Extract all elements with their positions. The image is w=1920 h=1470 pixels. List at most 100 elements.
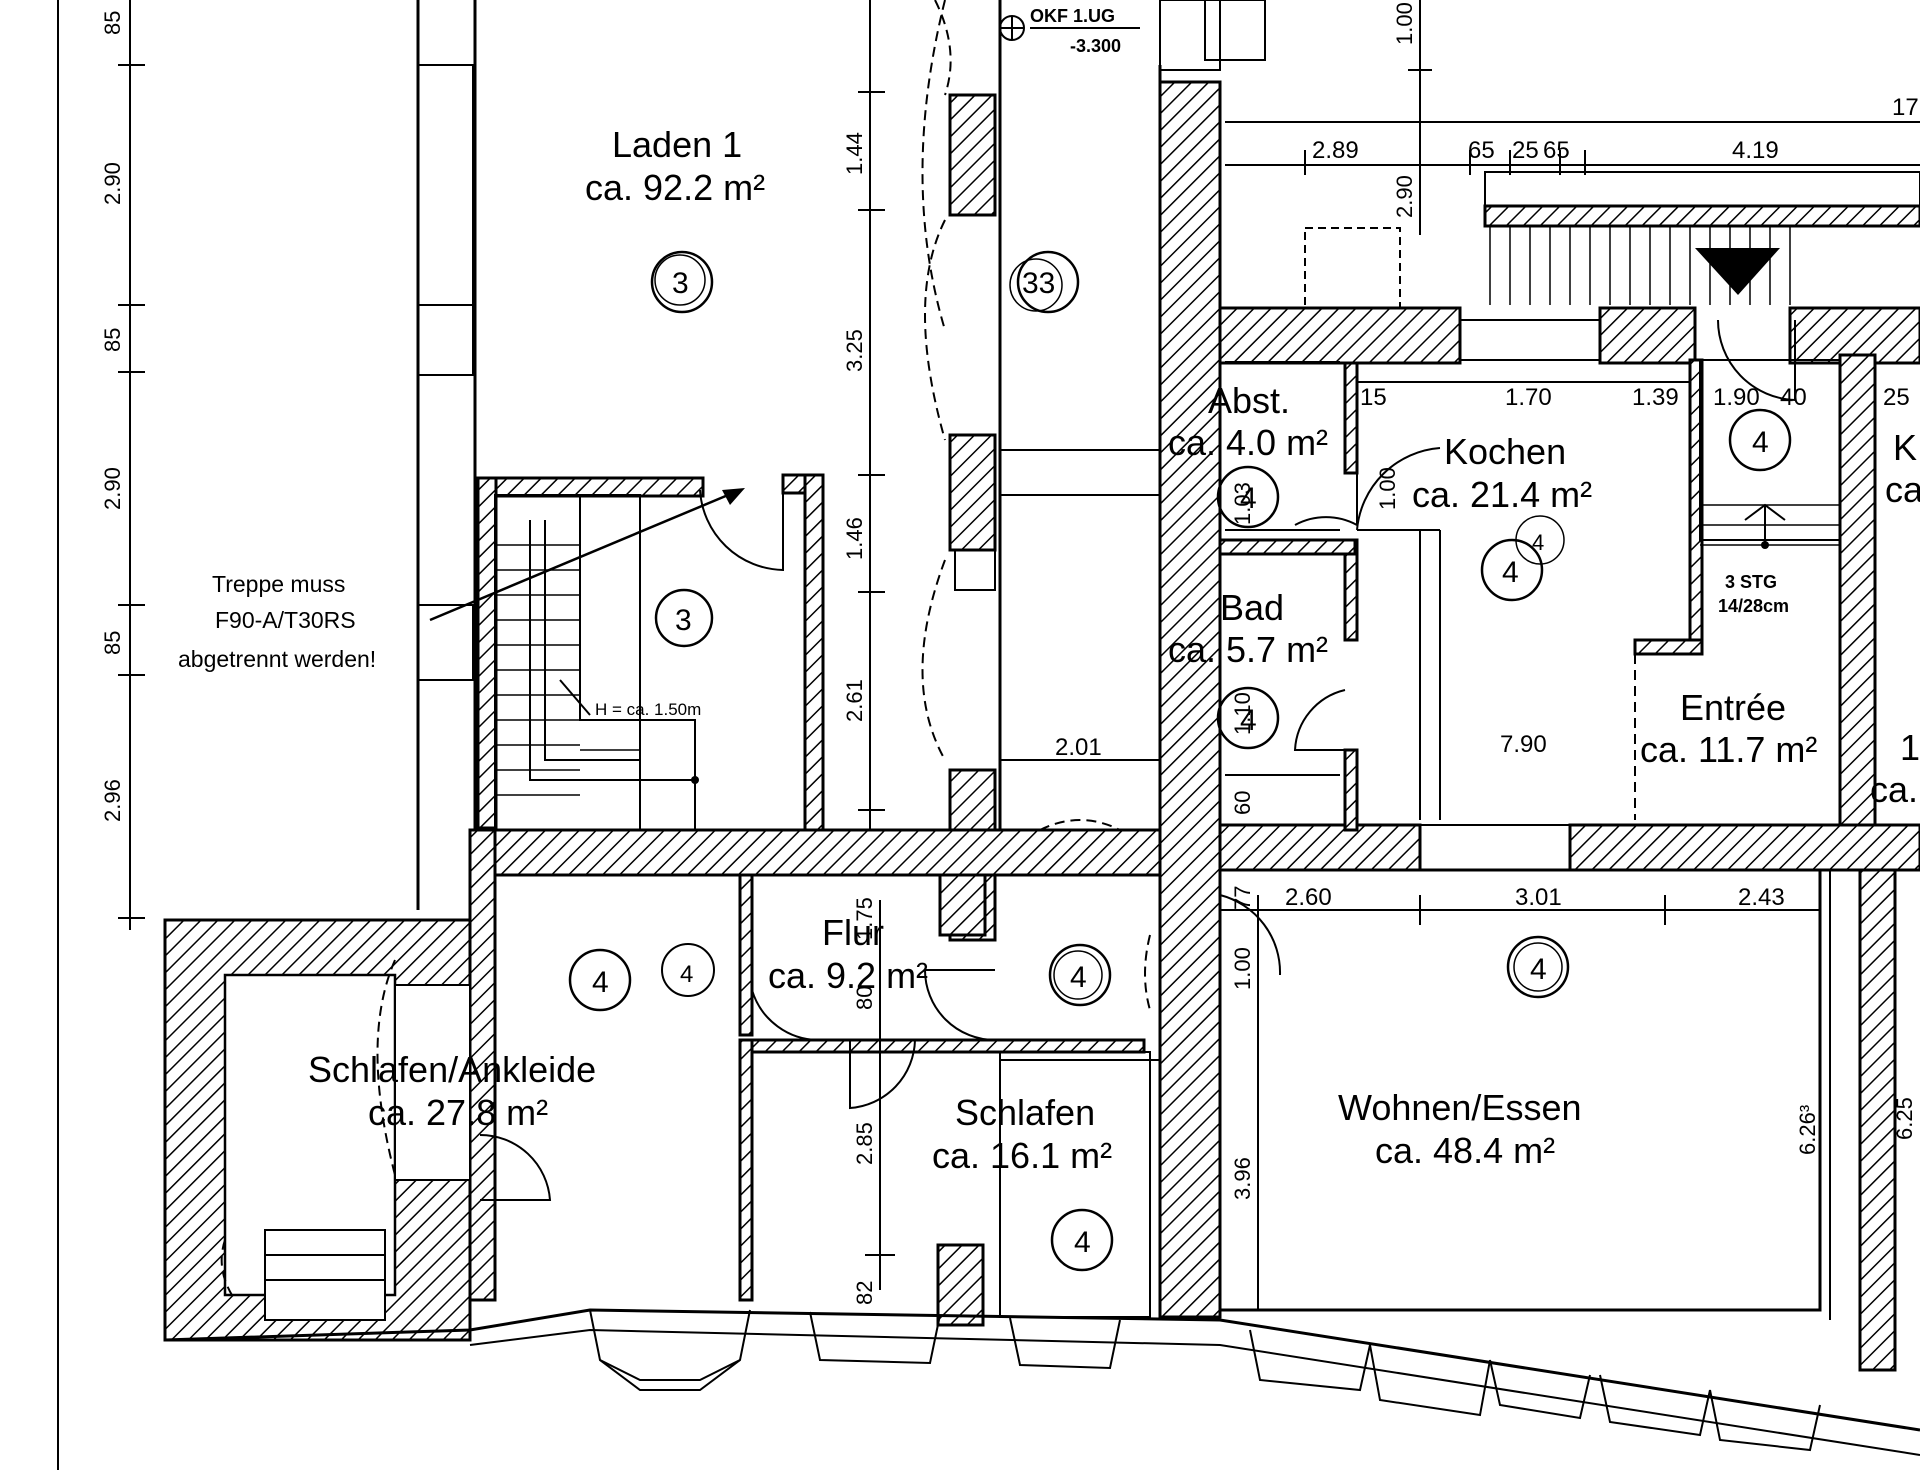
svg-text:25: 25 (1883, 384, 1910, 411)
room-name-schlafen-ankleide: Schlafen/Ankleide (308, 1049, 596, 1090)
stair-note-line3: abgetrennt werden! (178, 646, 376, 672)
svg-text:4: 4 (1240, 704, 1257, 737)
dim-left-3: 85 (100, 328, 125, 352)
main-vertical-wall (1158, 80, 1222, 1319)
room-area-bad: ca. 5.7 m² (1168, 629, 1328, 670)
svg-text:3: 3 (672, 267, 689, 300)
apt-top-wall-2 (1598, 306, 1697, 365)
dim-left-6: 2.96 (100, 779, 125, 822)
svg-text:1.75: 1.75 (852, 897, 877, 940)
svg-text:3.01: 3.01 (1515, 884, 1562, 911)
dim-top-6: 17. (1892, 94, 1920, 121)
dim-top-right-v1: 1.00 (1392, 2, 1417, 45)
aux-room: 2.01 (998, 0, 1162, 831)
circle-marker-stair: 3 (654, 588, 714, 648)
room-name-wohnen: Wohnen/Essen (1338, 1087, 1582, 1128)
central-wall (468, 828, 1162, 877)
svg-text:4: 4 (1532, 530, 1544, 555)
circle-marker-abst: 4 (1216, 465, 1280, 529)
wohnen-block: 77 2.60 3.01 2.43 1.00 3.96 6.26³ 6.25 (1144, 868, 1917, 1372)
svg-text:60: 60 (1230, 791, 1255, 815)
room-name-partial: K (1893, 427, 1917, 468)
svg-text:40: 40 (1780, 384, 1807, 411)
dim-left-2: 2.90 (100, 162, 125, 205)
dim-top-1: 2.89 (1312, 137, 1359, 164)
wall-flur-left (738, 873, 754, 1037)
room-name-entree: Entrée (1680, 687, 1786, 728)
svg-text:3: 3 (675, 604, 692, 637)
dim-laden-bottom: 2.01 (1055, 734, 1102, 761)
stg-line2: 14/28cm (1718, 596, 1789, 616)
dim-top-4: 65 (1543, 137, 1570, 164)
circle-marker-flur-right: 4 (1048, 943, 1112, 1007)
svg-text:4: 4 (1752, 426, 1769, 459)
svg-text:1.39: 1.39 (1632, 384, 1679, 411)
svg-text:2.43: 2.43 (1738, 884, 1785, 911)
room-area-partial: ca (1885, 469, 1920, 510)
svg-text:1.10: 1.10 (1230, 692, 1255, 735)
svg-text:1.03: 1.03 (1230, 482, 1255, 525)
room-name-kochen: Kochen (1444, 431, 1566, 472)
circle-marker-aux: 33 (1009, 250, 1080, 314)
dim-mid-1: 1.44 (842, 132, 867, 175)
room-area-laden1: ca. 92.2 m² (585, 167, 765, 208)
pier-wall-2 (948, 433, 997, 552)
room-name-laden1: Laden 1 (612, 124, 742, 165)
stg-line1: 3 STG (1725, 572, 1777, 592)
circle-marker-flur-small: 4 (661, 943, 715, 997)
svg-text:1.00: 1.00 (1230, 947, 1255, 990)
abst-bad-partitions: 1.03 1.10 60 (1218, 361, 1359, 832)
circle-marker-schlafen-ankleide: 4 (568, 948, 632, 1012)
okf-value: -3.300 (1070, 36, 1121, 56)
circle-marker-wohnen: 4 (1506, 935, 1570, 999)
schlafen-ankleide-block (163, 918, 552, 1342)
okf-label: OKF 1.UG (1030, 6, 1115, 26)
dim-top-3: 25 (1512, 137, 1539, 164)
room-area-kochen: ca. 21.4 m² (1412, 474, 1592, 515)
circle-marker-kochen: 4 4 (1480, 515, 1565, 602)
svg-text:1.90: 1.90 (1713, 384, 1760, 411)
stair-note-line1: Treppe muss (212, 571, 345, 597)
dim-left-4: 2.90 (100, 467, 125, 510)
dim-left-1: 85 (100, 11, 125, 35)
apt-top-wall-1 (1218, 306, 1462, 365)
svg-text:6.26³: 6.26³ (1795, 1105, 1820, 1155)
apt-right-wall (1838, 353, 1877, 827)
laden-facade (416, 0, 477, 910)
room-area-entree: ca. 11.7 m² (1640, 729, 1817, 770)
dim-mid-4: 2.61 (842, 679, 867, 722)
room-area-schlafen: ca. 16.1 m² (932, 1135, 1112, 1176)
svg-text:80: 80 (852, 986, 877, 1010)
room-area-abst: ca. 4.0 m² (1168, 422, 1328, 463)
circle-marker-schlafen: 4 (1050, 1208, 1114, 1272)
top-right-stair-area: 1.00 2.90 2.89 65 25 65 4.19 17. (1159, 0, 1920, 309)
svg-text:2.60: 2.60 (1285, 884, 1332, 911)
svg-text:4: 4 (1074, 1226, 1091, 1259)
left-dimension-chain: 85 2.90 85 2.90 85 2.96 (100, 0, 145, 930)
svg-text:4: 4 (1240, 482, 1257, 515)
room-area-schlafen-ankleide: ca. 27.8 m² (368, 1092, 548, 1133)
room-name-flur: Flur (822, 912, 884, 953)
laden-interior: 1.44 3.25 1.46 2.61 (842, 0, 952, 830)
svg-text:4: 4 (680, 961, 693, 988)
room-area-wohnen: ca. 48.4 m² (1375, 1130, 1555, 1171)
dim-left-5: 85 (100, 631, 125, 655)
svg-text:33: 33 (1022, 267, 1055, 300)
arrow-head-icon (722, 488, 745, 505)
left-wall-lower (468, 828, 497, 1302)
dim-top-right-v2: 2.90 (1392, 175, 1417, 218)
dim-mid-3: 1.46 (842, 517, 867, 560)
svg-text:7.90: 7.90 (1500, 731, 1547, 758)
svg-text:4: 4 (1070, 961, 1087, 994)
svg-text:3.96: 3.96 (1230, 1157, 1255, 1200)
pier-wall-1 (948, 93, 997, 217)
room-name-abst: Abst. (1208, 380, 1290, 421)
kitchen-dimensions: 15 1.70 1.39 1.90 40 25 1.00 7.90 (1356, 381, 1910, 820)
stair-height-note: H = ca. 1.50m (595, 700, 701, 719)
dim-mid-2: 3.25 (842, 329, 867, 372)
svg-text:15: 15 (1360, 384, 1387, 411)
flur-block: 1.75 80 2.85 82 (750, 873, 1146, 1327)
okf-marker: OKF 1.UG -3.300 (999, 6, 1140, 56)
wall-flur-left-lower (738, 1038, 754, 1302)
